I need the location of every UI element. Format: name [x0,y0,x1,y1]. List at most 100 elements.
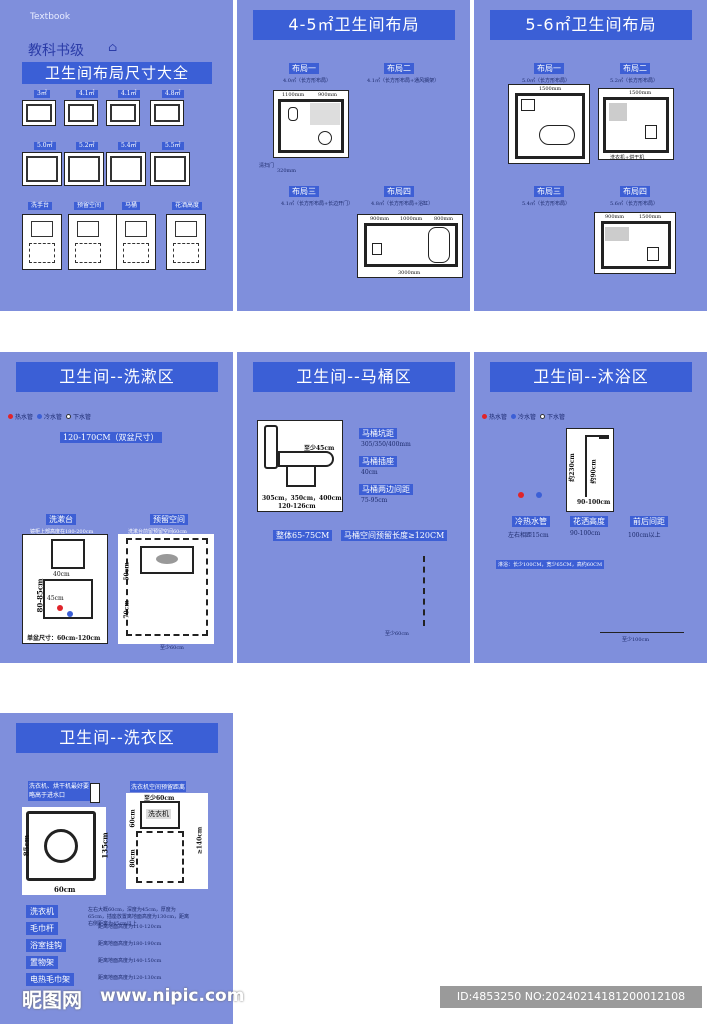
tag-front-space: 前后间距 [630,516,668,527]
washer-note: 洗衣机+烘干机 [610,155,645,161]
door-label: 清扫门 [259,163,275,169]
toilet-spec-value: 40cm [361,469,378,476]
reserve-diagram: 50cm 70cm [118,534,214,644]
min-width-note: 至少60cm [160,645,184,651]
plan-layout-4: 900mm 1500mm [594,212,676,274]
laundry-spec-value: 距离地面高度为120-130cm [98,975,162,981]
section-label: 马桶 [122,202,141,210]
reserve-arrow [423,556,425,626]
layout-3-note: 5.4㎡（长方形布局） [522,201,570,207]
overall-width: 整体65-75CM [273,530,333,541]
reserve-note: 洗漱台前留预留空间60cm [128,529,187,535]
toilet-spec-value: 75-95cm [361,497,388,504]
washer-space-diagram: 至少60cm 洗衣机 60cm 80cm ≥140cm [126,793,208,889]
laundry-spec-label: 洗衣机 [26,905,58,918]
laundry-spec-label: 电热毛巾架 [26,973,74,986]
tag-reserve: 预留空间 [150,514,188,525]
cold-pipe-dot [536,492,542,498]
layout-3-label: 布局三 [289,186,319,197]
double-basin-range: 120-170CM（双盆尺寸） [60,432,162,443]
section-diagram [166,214,206,270]
section-label: 洗手台 [28,202,53,210]
hot-pipe-dot [57,605,63,611]
area-floorplan [64,100,98,126]
panel-title: 卫生间--沐浴区 [490,362,692,392]
textbook-label: Textbook [30,12,71,22]
pipe-legend: 热水管 冷水管 下水管 [482,412,565,421]
front-space-value: 100cm以上 [628,532,661,539]
area-floorplan [64,152,104,186]
laundry-spec-label: 毛巾杆 [26,922,58,935]
reserve-length: 马桶空间预留长度≥120CM [341,530,448,541]
toilet-spec-label: 马桶插座 [359,456,397,467]
washer-space-note: 洗衣机空间预留距离 [130,781,187,792]
vanity-note: 镜柜上部高度在180-200cm [30,529,94,535]
area-label: 4.8㎡ [162,90,184,98]
panel-shower-area: 卫生间--沐浴区 热水管 冷水管 下水管 约230cm 约90cm 90-100… [474,352,707,663]
panel-wash-area: 卫生间--洗漱区 热水管 冷水管 下水管 120-170CM（双盆尺寸） 洗漱台… [0,352,233,663]
plan-layout-1: 1100mm 900mm [273,90,349,158]
toilet-spec-label: 马桶两边间距 [359,484,413,495]
layout-3-note: 4.1㎡（长方形布局+长边开门） [281,201,354,207]
washer-height-note: 洗衣机、烘干机最好要略高于进水口 [28,781,90,801]
section-diagram [22,214,62,270]
layout-1-label: 布局一 [289,63,319,74]
washer-front-diagram: 85cm 135cm 60cm [22,807,110,895]
layout-4-label: 布局四 [384,186,414,197]
section-diagram [116,214,156,270]
min-space-note: 至少100cm [622,637,650,643]
area-label: 3㎡ [34,90,50,98]
subtitle: 教科书级 [28,43,84,59]
watermark-url: www.nipic.com [100,986,245,1006]
layout-2-note: 4.1㎡（长方形布局+通风搁架） [367,78,440,84]
plan-layout-2: 1500mm [598,88,674,160]
section-diagram [68,214,118,270]
tag-shower-height: 花洒高度 [570,516,608,527]
pipe-legend: 热水管 冷水管 下水管 [8,412,91,421]
layout-2-note: 5.2㎡（长方形布局） [610,78,658,84]
toilet-spec-value: 305/350/400mm [361,441,411,448]
area-floorplan [150,152,190,186]
area-label: 5.2㎡ [76,142,98,150]
panel-5-6-layout: 5-6㎡卫生间布局 布局一 5.0㎡（长方形布局） 布局二 5.2㎡（长方形布局… [474,0,707,311]
panel-4-5-layout: 4-5㎡卫生间布局 布局一 4.0㎡（长方形布局） 布局二 4.1㎡（长方形布局… [237,0,470,311]
page-title: 卫生间布局尺寸大全 [22,62,212,84]
layout-1-label: 布局一 [534,63,564,74]
layout-4-note: 5.6㎡（长方形布局） [610,201,658,207]
area-label: 5.0㎡ [34,142,56,150]
area-floorplan [150,100,184,126]
section-label: 预留空间 [74,202,105,210]
cold-pipe-dot [67,611,73,617]
laundry-spec-value: 左右大概60cm，深度为45cm，厚度为65cm，插座放置离地面高度为130cm… [88,907,189,927]
door-dim: 320mm [277,168,297,174]
layout-4-note: 4.8㎡（长方形布局+浴缸） [371,201,434,207]
layout-3-label: 布局三 [534,186,564,197]
plan-layout-1: 1500mm [508,84,590,164]
panel-title: 卫生间--马桶区 [253,362,455,392]
socket-icon [90,783,100,803]
area-label: 4.1㎡ [76,90,98,98]
laundry-spec-value: 距离地面高度为180-190cm [98,941,162,947]
pipes-value: 左右相距15cm [508,532,549,539]
panel-laundry-area: 卫生间--洗衣区 洗衣机、烘干机最好要略高于进水口 85cm 135cm 60c… [0,713,233,1024]
min-space-note: 至少60cm [385,631,409,637]
layout-4-label: 布局四 [620,186,650,197]
area-label: 5.5㎡ [162,142,184,150]
layout-2-label: 布局二 [620,63,650,74]
hot-pipe-dot [518,492,524,498]
tag-pipes: 冷热水管 [512,516,550,527]
panel-title: 5-6㎡卫生间布局 [490,10,692,40]
laundry-spec-value: 距离地面高度为110-120cm [98,924,162,930]
vanity-diagram: 40cm 45cm 80-85cm 单盆尺寸：60cm-120cm [22,534,108,644]
area-floorplan [106,100,140,126]
shower-size-note: 淋浴：长少100CM，宽少65CM，高约60CM [496,560,605,569]
layout-1-note: 4.0㎡（长方形布局） [283,78,331,84]
laundry-spec-value: 距离地面高度为140-150cm [98,958,162,964]
panel-toilet-area: 卫生间--马桶区 至少45cm 305cm，350cm，400cm 120-12… [237,352,470,663]
shower-height-value: 90-100cm [570,530,601,537]
section-label: 花洒高度 [172,202,203,210]
panel-title: 卫生间--洗衣区 [16,723,218,753]
area-label: 5.4㎡ [118,142,140,150]
area-floorplan [106,152,146,186]
watermark-id: ID:4853250 NO:20240214181200012108 [440,986,702,1008]
